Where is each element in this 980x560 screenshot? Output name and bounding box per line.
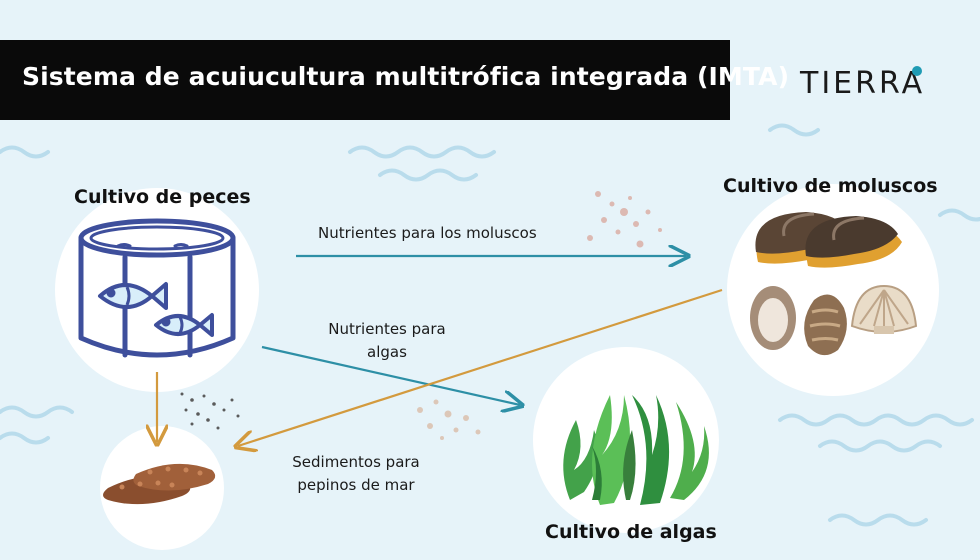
flow-label-molluscs: Nutrientes para los moluscos bbox=[318, 224, 537, 242]
fish-farming-label: Cultivo de peces bbox=[74, 186, 251, 208]
title-bar bbox=[0, 40, 730, 120]
flow-label-algae: Nutrientes para algas bbox=[312, 318, 462, 364]
nutrient-particles bbox=[417, 399, 481, 440]
flow-label-algae-line1: Nutrientes para bbox=[328, 320, 446, 338]
flow-label-sediments-line1: Sedimentos para bbox=[292, 453, 420, 471]
flow-label-sediments: Sedimentos para pepinos de mar bbox=[276, 451, 436, 497]
scallop-icon bbox=[850, 284, 918, 334]
molluscs-circle bbox=[727, 184, 939, 396]
arrow-molluscs-to-cucumbers bbox=[238, 288, 723, 446]
algae-farming-label: Cultivo de algas bbox=[545, 521, 717, 543]
tierra-logo: TIERRA bbox=[800, 66, 926, 101]
logo-dot bbox=[912, 66, 922, 76]
sea-cucumber-icon bbox=[103, 463, 216, 505]
seaweed-icon bbox=[563, 395, 709, 505]
page-title: Sistema de acuiucultura multitrófica int… bbox=[22, 62, 790, 91]
nutrient-particles bbox=[587, 191, 662, 248]
flow-label-sediments-line2: pepinos de mar bbox=[297, 476, 415, 494]
fish-icon bbox=[98, 282, 168, 310]
sediment-particles bbox=[180, 392, 240, 430]
arrow-to-algae bbox=[261, 345, 520, 405]
mussel-icon bbox=[755, 212, 902, 268]
mollusc-farming-label: Cultivo de moluscos bbox=[723, 175, 938, 197]
fish-cage-icon bbox=[78, 218, 236, 358]
flow-label-algae-line2: algas bbox=[367, 343, 407, 361]
fish-icon bbox=[154, 313, 214, 337]
wave-decoration bbox=[0, 123, 980, 527]
oyster-icon bbox=[750, 286, 847, 356]
